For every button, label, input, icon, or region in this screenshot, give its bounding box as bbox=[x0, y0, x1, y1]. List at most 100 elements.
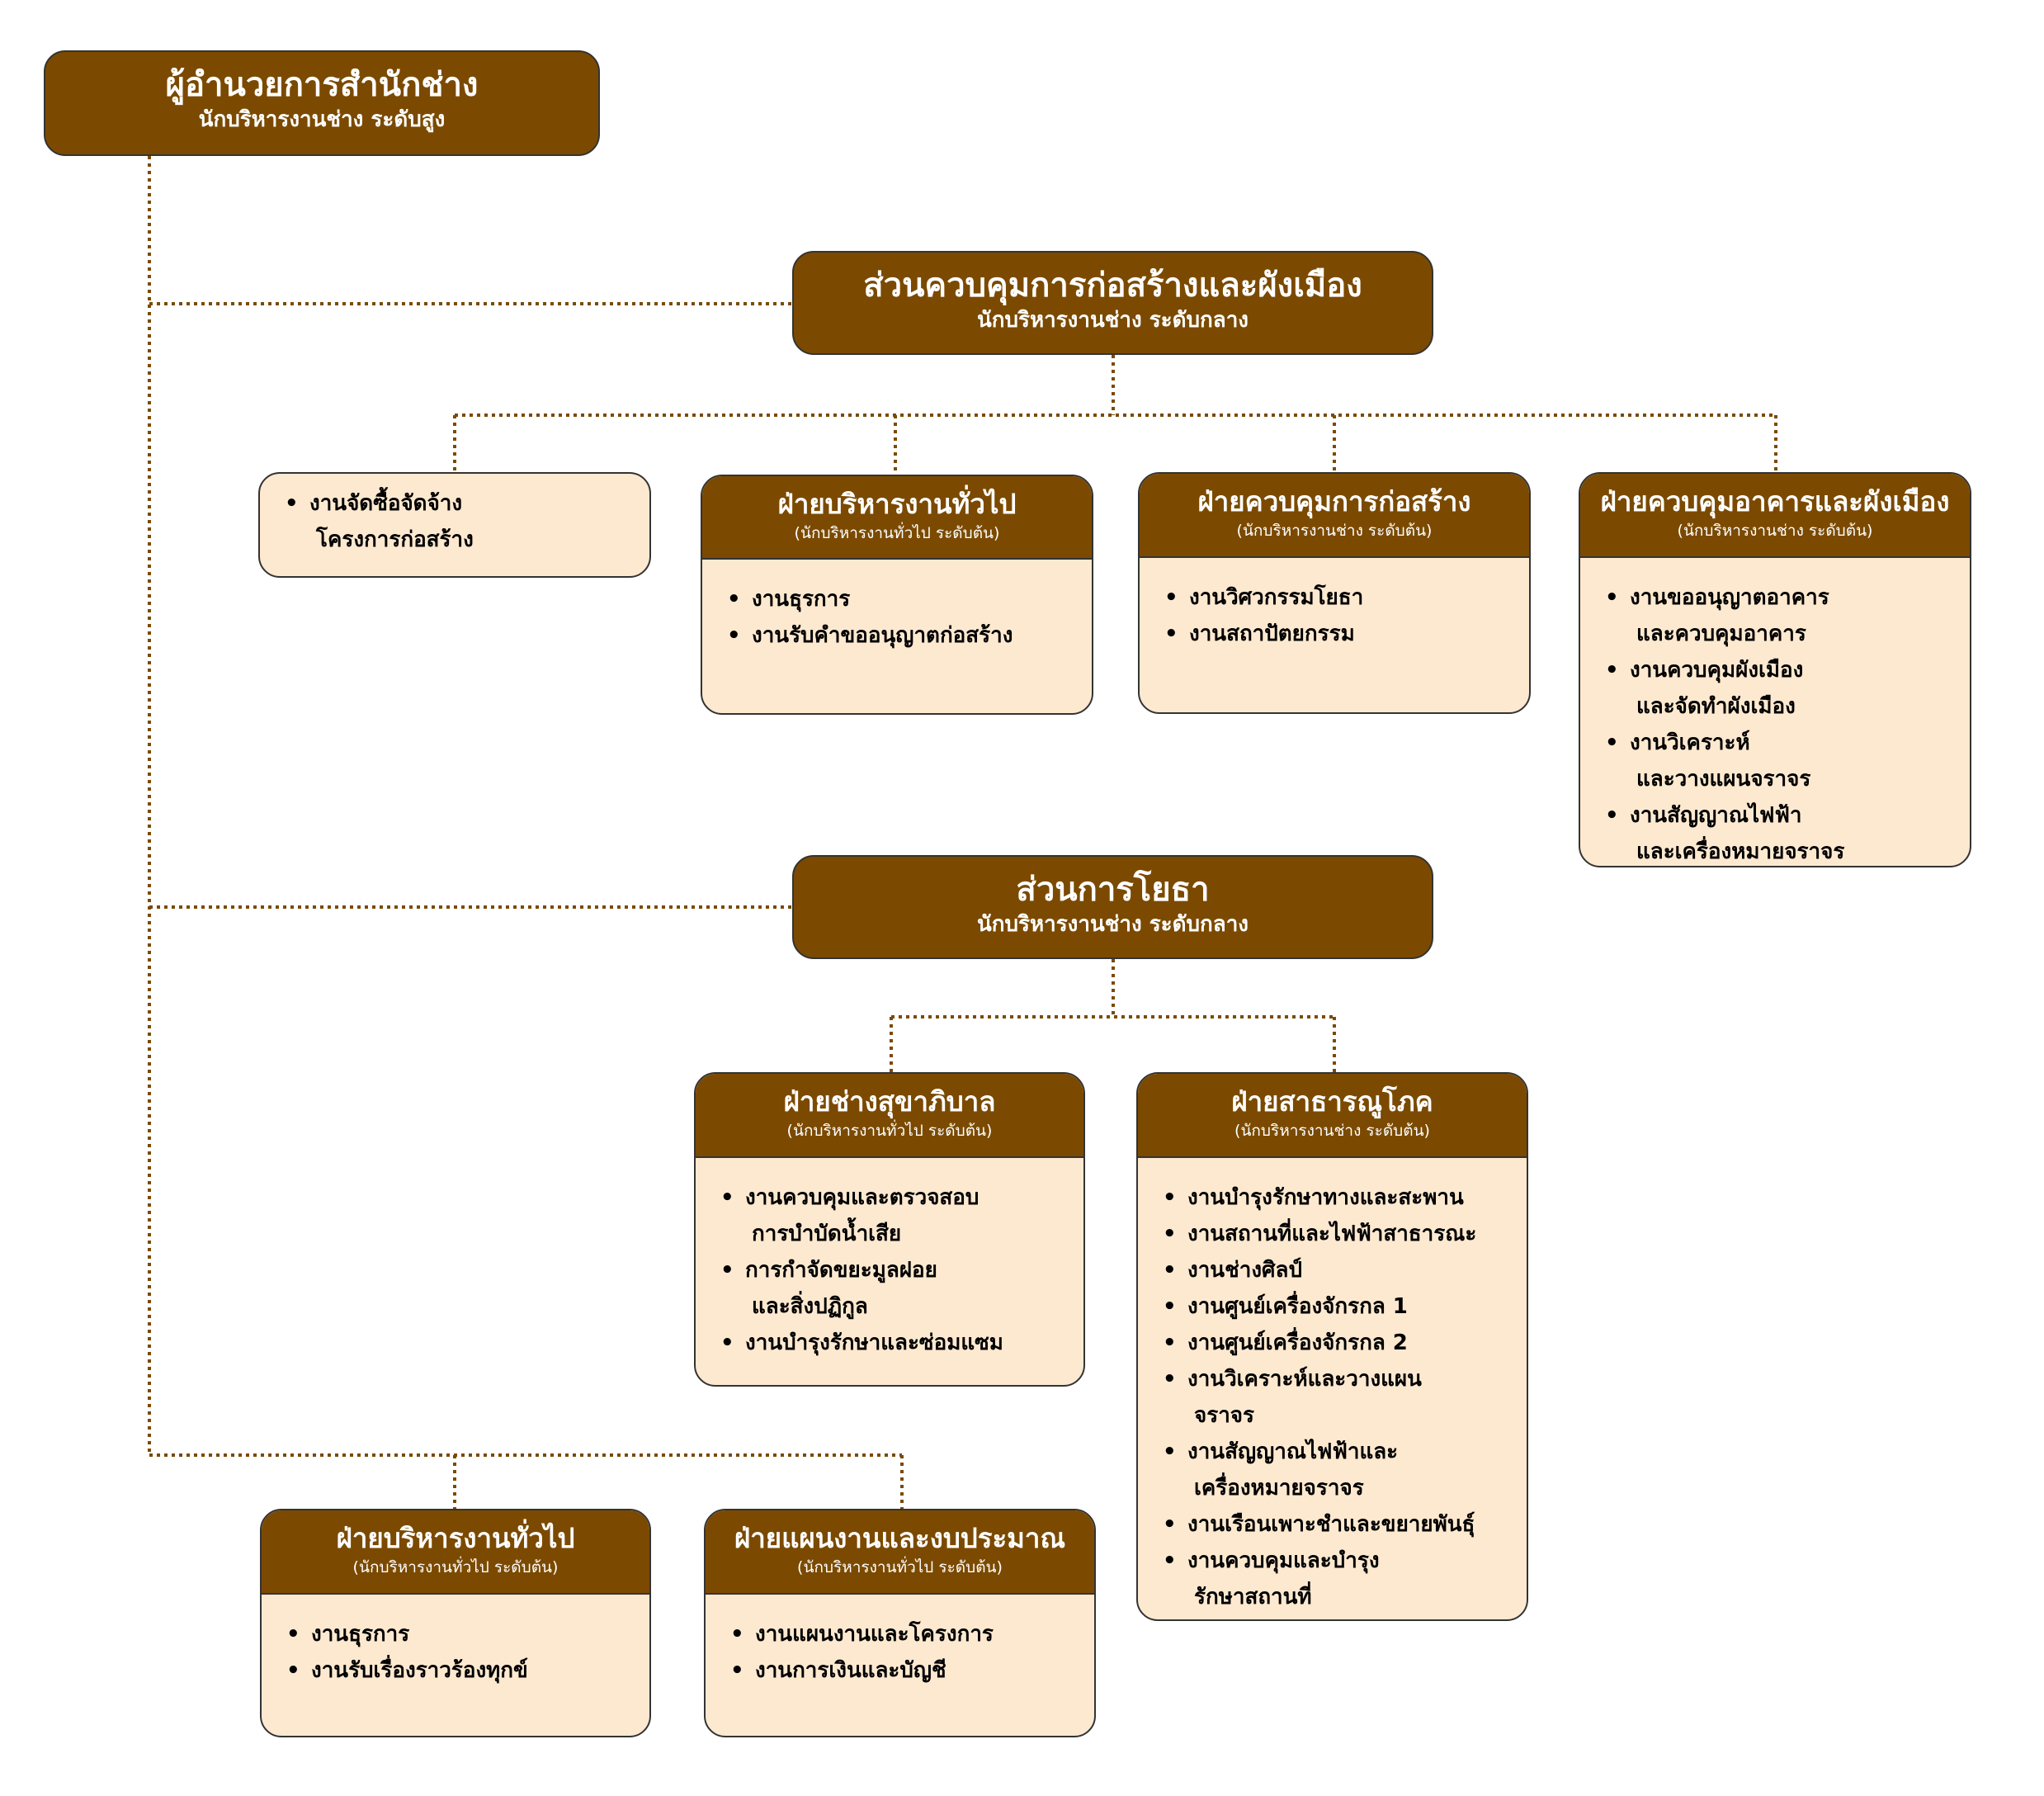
task-list: งานธุรการงานรับคำขออนุญาตก่อสร้าง bbox=[702, 560, 1092, 654]
task-item: งานศูนย์เครื่องจักรกล 1 bbox=[1163, 1288, 1518, 1325]
unit-box: ฝ่ายควบคุมการก่อสร้าง (นักบริหารงานช่าง ร… bbox=[1138, 472, 1531, 714]
unit-header: ฝ่ายบริหารงานทั่วไป (นักบริหารงานทั่วไป ร… bbox=[702, 476, 1092, 560]
task-item: งานเรือนเพาะชำและขยายพันธุ์ bbox=[1163, 1506, 1518, 1543]
task-list: งานควบคุมและตรวจสอบการบำบัดน้ำเสียการกำจ… bbox=[696, 1158, 1083, 1361]
task-item: งานศูนย์เครื่องจักรกล 2 bbox=[1163, 1325, 1518, 1361]
task-item: งานช่างศิลป์ bbox=[1163, 1252, 1518, 1288]
division-subtitle: นักบริหารงานช่าง ระดับกลาง bbox=[976, 308, 1249, 333]
task-item-line: งานรับคำขออนุญาตก่อสร้าง bbox=[752, 623, 1013, 648]
unit-title: ฝ่ายบริหารงานทั่วไป bbox=[336, 1522, 575, 1554]
task-item-line: งานศูนย์เครื่องจักรกล 2 bbox=[1187, 1330, 1408, 1355]
task-item-line: งานวิเคราะห์และวางแผน bbox=[1187, 1367, 1422, 1392]
unit-title: ฝ่ายควบคุมอาคารและผังเมือง bbox=[1600, 485, 1950, 518]
task-item-line: งานธุรการ bbox=[752, 587, 851, 612]
unit-box: ฝ่ายควบคุมอาคารและผังเมือง (นักบริหารงานช… bbox=[1579, 472, 1971, 867]
unit-box: ฝ่ายแผนงานและงบประมาณ (นักบริหารงานทั่วไป… bbox=[704, 1509, 1096, 1737]
task-list: งานบำรุงรักษาทางและสะพานงานสถานที่และไฟฟ… bbox=[1138, 1158, 1527, 1615]
task-item-line: งานบำรุงรักษาทางและสะพาน bbox=[1187, 1185, 1464, 1210]
unit-header: ฝ่ายช่างสุขาภิบาล (นักบริหารงานทั่วไป ระด… bbox=[696, 1074, 1083, 1158]
unit-box: ฝ่ายช่างสุขาภิบาล (นักบริหารงานทั่วไป ระด… bbox=[694, 1072, 1085, 1387]
unit-subtitle: (นักบริหารงานช่าง ระดับต้น) bbox=[1234, 1122, 1430, 1140]
director-subtitle: นักบริหารงานช่าง ระดับสูง bbox=[198, 107, 446, 132]
unit-header: ฝ่ายบริหารงานทั่วไป (นักบริหารงานทั่วไป ร… bbox=[262, 1510, 649, 1595]
task-item-line: งานสถานที่และไฟฟ้าสาธารณะ bbox=[1187, 1222, 1477, 1246]
unit-header: ฝ่ายควบคุมอาคารและผังเมือง (นักบริหารงานช… bbox=[1580, 474, 1970, 558]
unit-title: ฝ่ายสาธารณูโภค bbox=[1231, 1085, 1433, 1118]
task-item-line: งานแผนงานและโครงการ bbox=[755, 1622, 994, 1647]
task-item: งานบำรุงรักษาและซ่อมแซม bbox=[720, 1325, 1075, 1361]
task-item: งานการเงินและบัญชี bbox=[730, 1652, 1086, 1689]
task-item: งานวิเคราะห์และวางแผนจราจร bbox=[1163, 1361, 1518, 1434]
task-item: งานสถานที่และไฟฟ้าสาธารณะ bbox=[1163, 1216, 1518, 1252]
task-item-line: งานสถาปัตยกรรม bbox=[1189, 622, 1355, 646]
task-item: งานรับเรื่องราวร้องทุกข์ bbox=[286, 1652, 641, 1689]
division-title: ส่วนควบคุมการก่อสร้างและผังเมือง bbox=[863, 267, 1362, 305]
task-item-line: งานขออนุญาตอาคาร bbox=[1630, 585, 1829, 610]
task-item: งานวิเคราะห์และวางแผนจราจร bbox=[1605, 725, 1961, 797]
task-item-line: งานจัดซื้อจัดจ้าง bbox=[309, 491, 463, 516]
task-item: งานแผนงานและโครงการ bbox=[730, 1616, 1086, 1652]
unit-subtitle: (นักบริหารงานช่าง ระดับต้น) bbox=[1236, 522, 1433, 540]
task-item-line: และควบคุมอาคาร bbox=[1636, 622, 1806, 646]
division-subtitle: นักบริหารงานช่าง ระดับกลาง bbox=[976, 912, 1249, 937]
unit-title: ฝ่ายบริหารงานทั่วไป bbox=[777, 488, 1017, 520]
task-item-line: งานการเงินและบัญชี bbox=[755, 1658, 946, 1683]
unit-box: ฝ่ายบริหารงานทั่วไป (นักบริหารงานทั่วไป ร… bbox=[701, 475, 1093, 715]
task-item-line: งานควบคุมผังเมือง bbox=[1630, 658, 1804, 683]
task-item-line: งานควบคุมและตรวจสอบ bbox=[745, 1185, 980, 1210]
task-item-line: งานธุรการ bbox=[311, 1622, 410, 1647]
task-item: งานธุรการ bbox=[727, 581, 1083, 617]
task-item-line: งานวิศวกรรมโยธา bbox=[1189, 585, 1364, 610]
task-item-line: และจัดทำผังเมือง bbox=[1636, 694, 1796, 719]
task-item: งานบำรุงรักษาทางและสะพาน bbox=[1163, 1179, 1518, 1216]
unit-subtitle: (นักบริหารงานช่าง ระดับต้น) bbox=[1677, 522, 1873, 540]
task-item-line: และเครื่องหมายจราจร bbox=[1636, 839, 1845, 864]
unit-box: ฝ่ายสาธารณูโภค (นักบริหารงานช่าง ระดับต้น… bbox=[1136, 1072, 1528, 1621]
task-item-line: และสิ่งปฏิกูล bbox=[752, 1294, 868, 1319]
unit-subtitle: (นักบริหารงานทั่วไป ระดับต้น) bbox=[352, 1558, 559, 1576]
task-item-line: งานสัญญาณไฟฟ้าและ bbox=[1187, 1439, 1399, 1464]
unit-box: ฝ่ายบริหารงานทั่วไป (นักบริหารงานทั่วไป ร… bbox=[260, 1509, 651, 1737]
division-box-construction-control: ส่วนควบคุมการก่อสร้างและผังเมือง นักบริห… bbox=[792, 251, 1433, 355]
task-list: งานแผนงานและโครงการงานการเงินและบัญชี bbox=[706, 1595, 1094, 1689]
unit-subtitle: (นักบริหารงานทั่วไป ระดับต้น) bbox=[786, 1122, 993, 1140]
task-item-line: การบำบัดน้ำเสีย bbox=[752, 1222, 902, 1246]
task-item-line: งานบำรุงรักษาและซ่อมแซม bbox=[745, 1330, 1003, 1355]
unit-title: ฝ่ายช่างสุขาภิบาล bbox=[783, 1085, 996, 1118]
task-item-line: จราจร bbox=[1194, 1403, 1254, 1428]
unit-title: ฝ่ายแผนงานและงบประมาณ bbox=[734, 1522, 1066, 1554]
division-title: ส่วนการโยธา bbox=[1016, 871, 1210, 909]
unit-subtitle: (นักบริหารงานทั่วไป ระดับต้น) bbox=[797, 1558, 1003, 1576]
task-item: งานควบคุมและบำรุงรักษาสถานที่ bbox=[1163, 1543, 1518, 1615]
task-item: งานสถาปัตยกรรม bbox=[1164, 616, 1521, 652]
task-list: งานวิศวกรรมโยธางานสถาปัตยกรรม bbox=[1140, 558, 1529, 652]
task-item: งานธุรการ bbox=[286, 1616, 641, 1652]
task-item-line: และวางแผนจราจร bbox=[1636, 767, 1811, 792]
task-item-line: งานศูนย์เครื่องจักรกล 1 bbox=[1187, 1294, 1408, 1319]
task-list: งานขออนุญาตอาคารและควบคุมอาคารงานควบคุมผ… bbox=[1580, 558, 1970, 866]
director-box: ผู้อำนวยการสำนักช่าง นักบริหารงานช่าง ระ… bbox=[44, 50, 600, 156]
unit-header: ฝ่ายควบคุมการก่อสร้าง (นักบริหารงานช่าง ร… bbox=[1140, 474, 1529, 558]
unit-title: ฝ่ายควบคุมการก่อสร้าง bbox=[1197, 485, 1471, 518]
task-item-line: งานควบคุมและบำรุง bbox=[1187, 1548, 1380, 1573]
task-item-line: งานรับเรื่องราวร้องทุกข์ bbox=[311, 1658, 528, 1683]
unit-subtitle: (นักบริหารงานทั่วไป ระดับต้น) bbox=[794, 524, 1000, 542]
division-box-public-works: ส่วนการโยธา นักบริหารงานช่าง ระดับกลาง bbox=[792, 855, 1433, 959]
task-item-line: การกำจัดขยะมูลฝอย bbox=[745, 1258, 937, 1283]
task-item-line: งานเรือนเพาะชำและขยายพันธุ์ bbox=[1187, 1512, 1475, 1537]
task-item-line: งานวิเคราะห์ bbox=[1630, 730, 1750, 755]
director-title: ผู้อำนวยการสำนักช่าง bbox=[165, 66, 479, 104]
task-item-line: งานช่างศิลป์ bbox=[1187, 1258, 1302, 1283]
unit-header: ฝ่ายแผนงานและงบประมาณ (นักบริหารงานทั่วไป… bbox=[706, 1510, 1094, 1595]
task-item-line: โครงการก่อสร้าง bbox=[316, 527, 474, 552]
task-item-line: รักษาสถานที่ bbox=[1194, 1585, 1312, 1609]
